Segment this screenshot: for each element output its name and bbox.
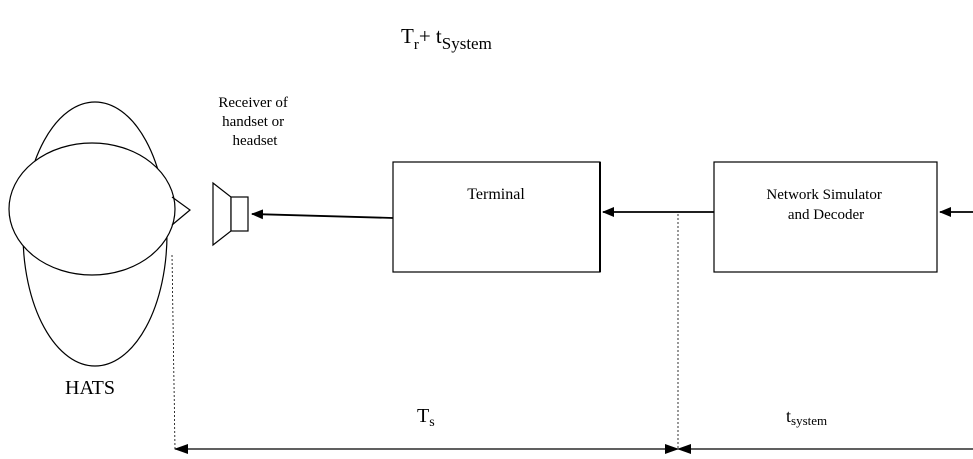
tsystem-label: tsystem bbox=[786, 406, 827, 428]
receiver-label: Receiver of handset or headset bbox=[218, 95, 291, 149]
terminal-label: Terminal bbox=[467, 186, 525, 203]
title-plus: + t bbox=[419, 24, 442, 48]
receiver-label-line2: handset or bbox=[222, 114, 284, 130]
network-simulator-box: Network Simulator and Decoder bbox=[713, 161, 938, 273]
arrow-terminal-to-receiver bbox=[251, 209, 394, 220]
title-main-sub: r bbox=[414, 37, 419, 53]
tsystem-label-main: t bbox=[786, 406, 791, 426]
ts-label: Ts bbox=[417, 405, 435, 430]
hats-label: HATS bbox=[65, 377, 115, 399]
network-label-line1: Network Simulator bbox=[766, 187, 881, 203]
title-main: T bbox=[401, 24, 414, 48]
speaker-icon bbox=[212, 181, 249, 247]
network-label: Network Simulator and Decoder bbox=[766, 187, 885, 223]
receiver-label-line1: Receiver of bbox=[218, 95, 288, 111]
receiver-label-line3: headset bbox=[233, 133, 279, 149]
ear-reference-line bbox=[171, 254, 176, 450]
title-system-sub: System bbox=[442, 34, 492, 53]
diagram-title: Tr+ tSystem bbox=[401, 24, 492, 53]
ts-label-main: T bbox=[417, 405, 429, 427]
network-label-line2: and Decoder bbox=[788, 207, 864, 223]
ts-label-sub: s bbox=[429, 415, 434, 430]
terminal-box: Terminal bbox=[392, 161, 601, 273]
hats-head-icon bbox=[8, 101, 191, 367]
tsystem-label-sub: system bbox=[791, 413, 827, 428]
